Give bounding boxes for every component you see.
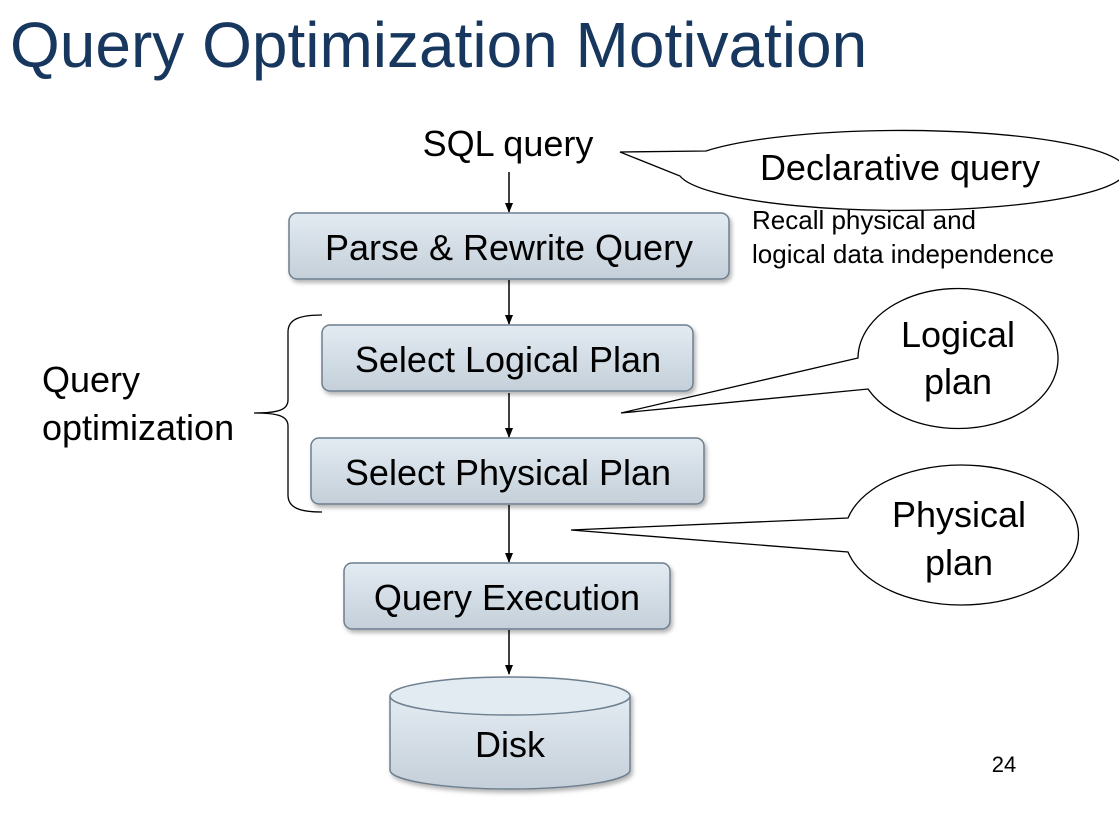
select-physical-plan-step: Select Physical Plan bbox=[310, 437, 705, 505]
recall-note-line1: Recall physical and bbox=[752, 205, 976, 235]
logical-plan-text-line1: Logical bbox=[901, 314, 1015, 355]
slide-title: Query Optimization Motivation bbox=[10, 9, 868, 81]
physical-plan-text-line1: Physical bbox=[892, 494, 1026, 535]
parse-rewrite-step: Parse & Rewrite Query bbox=[288, 212, 730, 280]
select-logical-plan-step: Select Logical Plan bbox=[321, 324, 694, 392]
query-execution-step: Query Execution bbox=[343, 562, 671, 630]
logical-plan-callout: Logical plan bbox=[620, 287, 1059, 430]
select-physical-plan-label: Select Physical Plan bbox=[345, 452, 671, 493]
recall-note-line2: logical data independence bbox=[752, 239, 1054, 269]
logical-plan-text-line2: plan bbox=[924, 361, 992, 402]
page-number: 24 bbox=[992, 752, 1016, 777]
declarative-query-callout: Declarative query bbox=[619, 129, 1119, 212]
select-logical-plan-label: Select Logical Plan bbox=[355, 339, 661, 380]
physical-plan-callout: Physical plan bbox=[570, 464, 1080, 606]
query-execution-label: Query Execution bbox=[374, 577, 640, 618]
disk-label: Disk bbox=[475, 724, 546, 765]
declarative-query-text: Declarative query bbox=[760, 147, 1040, 188]
group-label-line2: optimization bbox=[42, 407, 234, 448]
physical-plan-text-line2: plan bbox=[925, 542, 993, 583]
group-label-line1: Query bbox=[42, 359, 140, 400]
sql-query-label: SQL query bbox=[423, 123, 594, 164]
disk-cylinder bbox=[389, 676, 631, 790]
parse-rewrite-label: Parse & Rewrite Query bbox=[325, 227, 693, 268]
optimization-brace bbox=[253, 314, 323, 513]
